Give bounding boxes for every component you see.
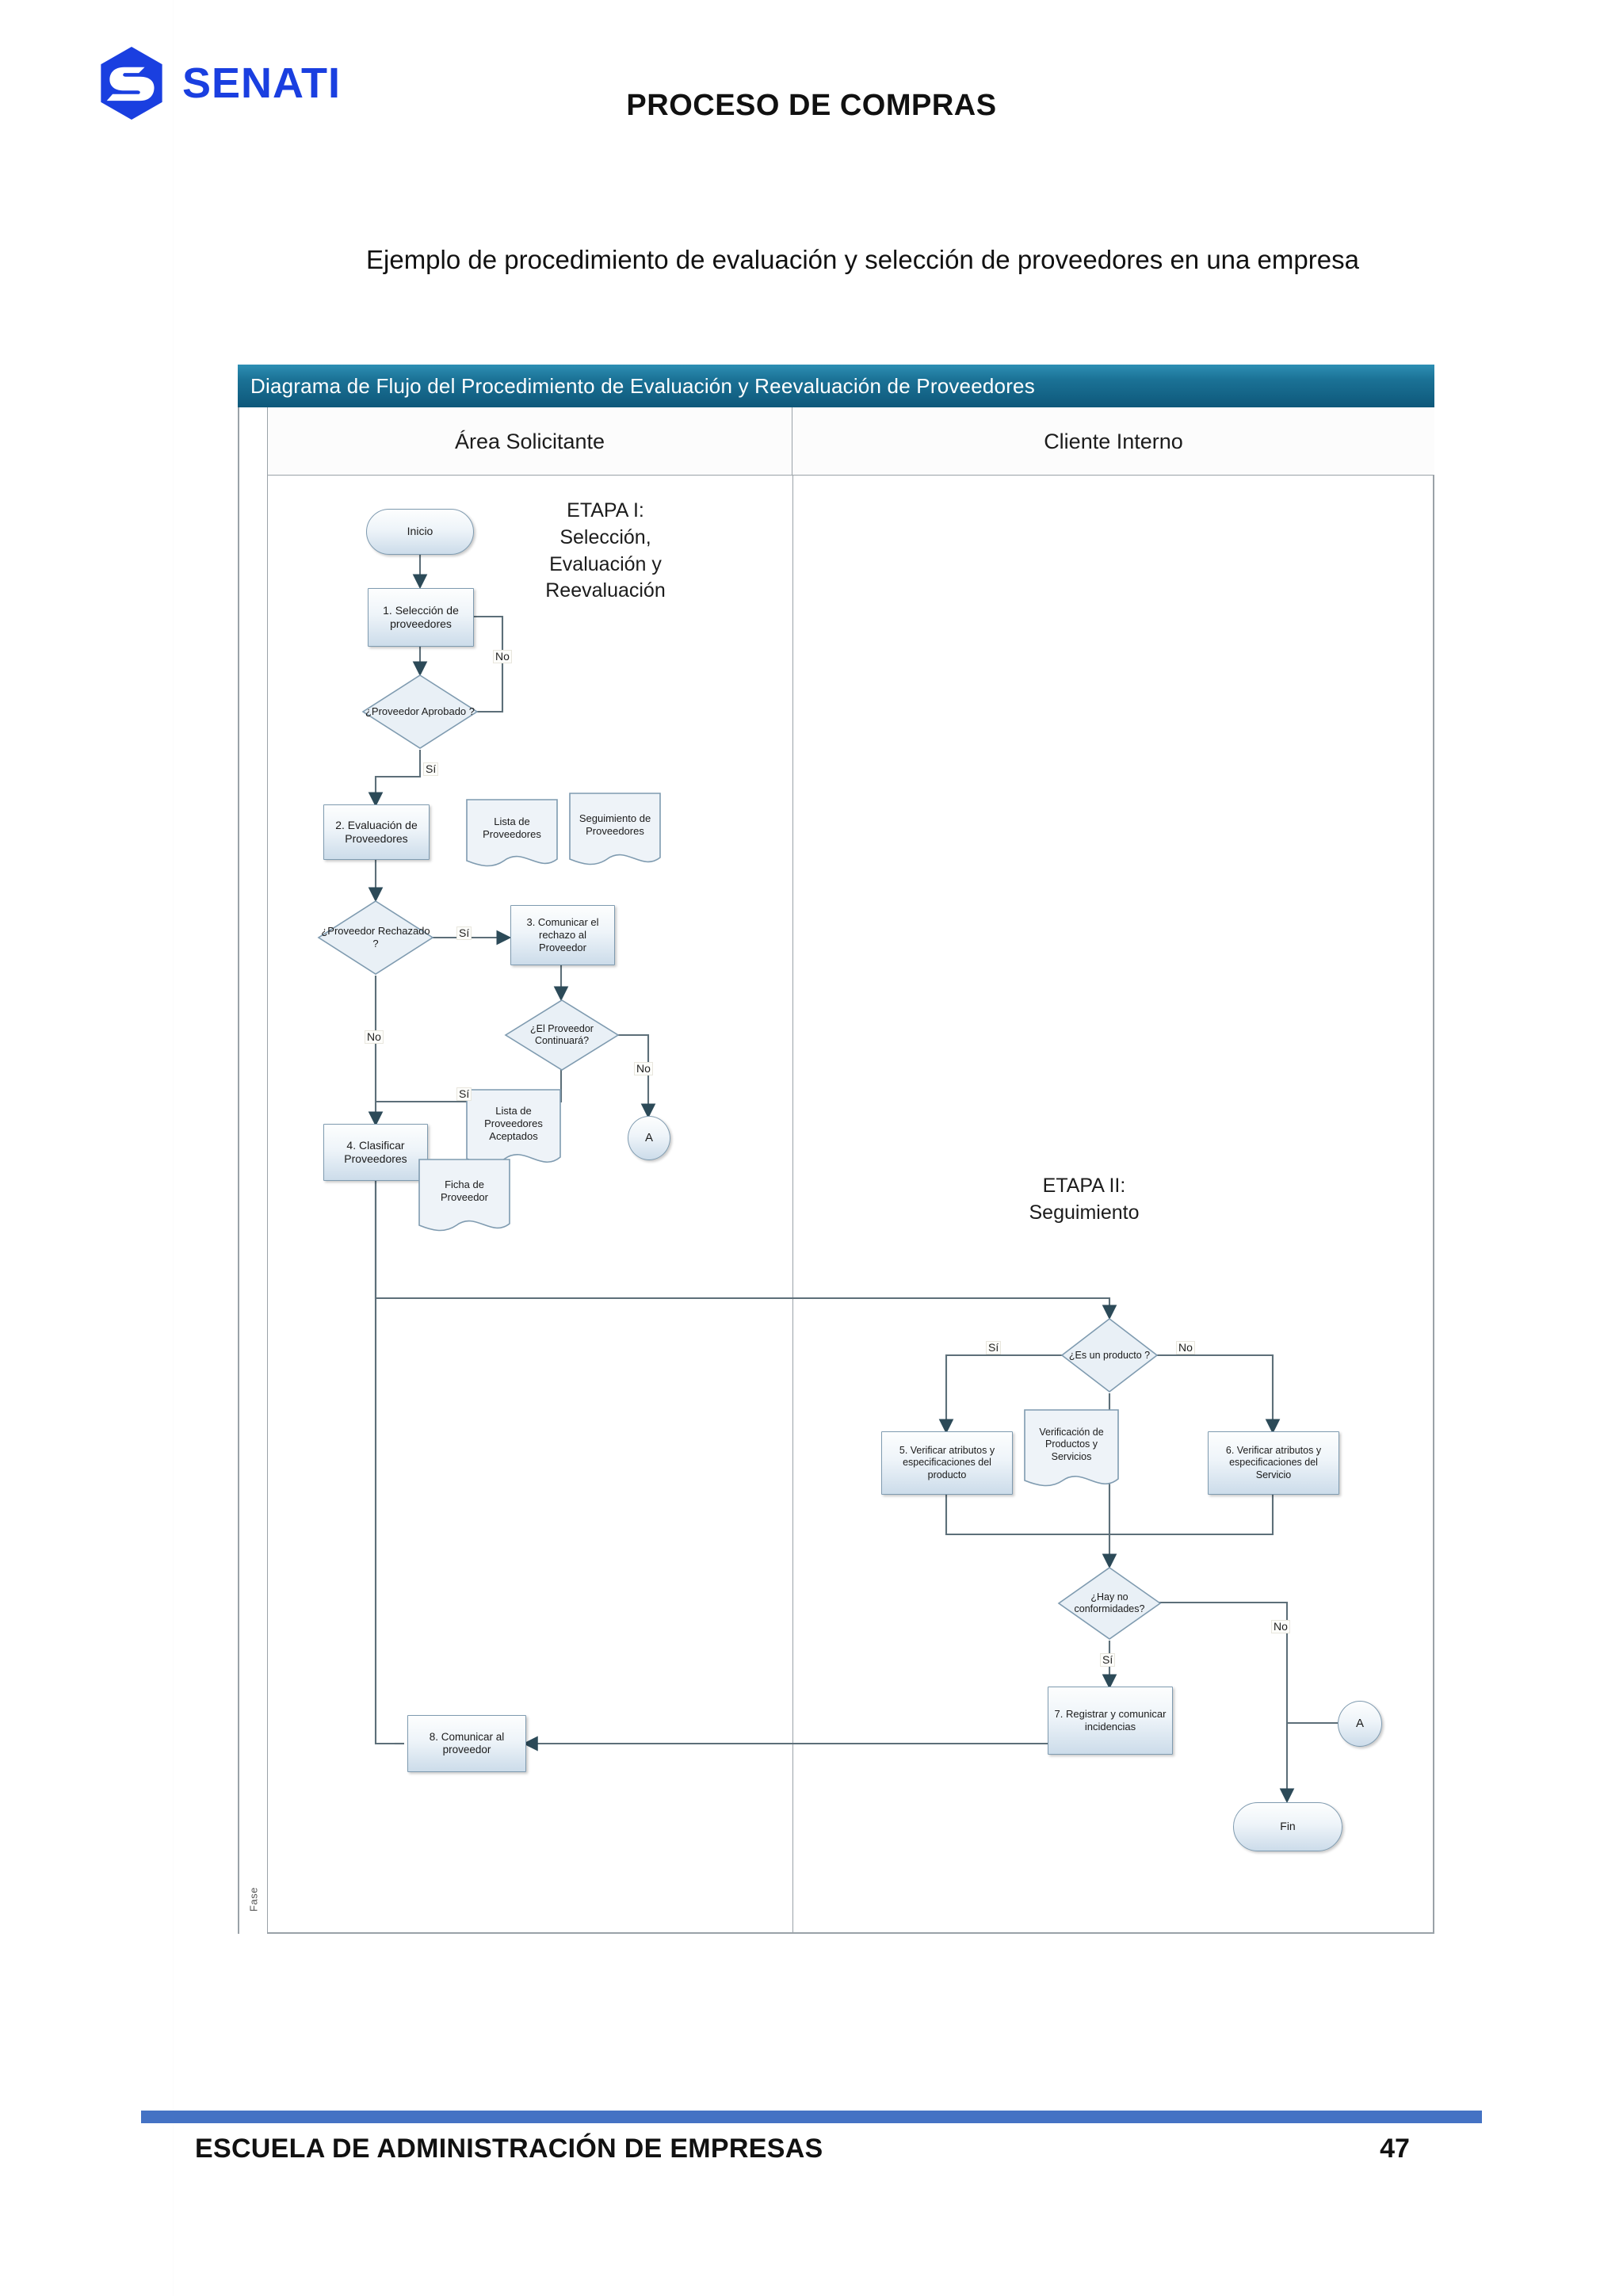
edge-label-no-rechazado: No [365,1030,384,1045]
document-verificacion-productos-servicios[interactable]: Verificación de Productos y Servicios [1022,1408,1121,1496]
edge-label-si-aprobado: Sí [423,762,439,777]
flowchart-title: Diagrama de Flujo del Procedimiento de E… [238,365,1434,407]
footer-text: ESCUELA DE ADMINISTRACIÓN DE EMPRESAS [195,2134,823,2164]
diamond-shape-icon [361,674,479,749]
lane-separator [792,476,793,1934]
lane-header-row: Área Solicitante Cliente Interno [268,407,1434,476]
node-decision-es-un-producto[interactable]: ¿Es un producto ? [1060,1317,1159,1393]
node-connector-a-2[interactable]: A [1338,1701,1382,1747]
document-shape-icon [569,793,661,865]
senati-hexagon-logo-icon [101,47,162,120]
document-label: Seguimiento de Proveedores [579,812,651,837]
diamond-shape-icon [1060,1317,1159,1393]
flowchart-canvas: ETAPA I: Selección, Evaluación y Reevalu… [268,476,1434,1934]
flowchart-container: Diagrama de Flujo del Procedimiento de E… [238,365,1434,1934]
node-8-comunicar-al-proveedor[interactable]: 8. Comunicar al proveedor [407,1715,526,1772]
node-decision-proveedor-continuara[interactable]: ¿El Proveedor Continuará? [504,999,620,1072]
document-lista-proveedores-aceptados[interactable]: Lista de Proveedores Aceptados [464,1087,563,1175]
node-connector-a-1[interactable]: A [628,1116,670,1160]
senati-logo: SENATI [95,44,388,123]
footer-page-number: 47 [1380,2134,1410,2164]
node-decision-hay-no-conformidades[interactable]: ¿Hay no conformidades? [1057,1566,1162,1641]
diamond-shape-icon [1057,1567,1162,1640]
node-decision-proveedor-aprobado[interactable]: ¿Proveedor Aprobado ? [361,674,479,750]
node-6-verificar-servicio[interactable]: 6. Verificar atributos y especificacione… [1208,1431,1339,1495]
stage-2-line-2: Seguimiento [1029,1201,1140,1224]
edge-label-si-continuara: Sí [456,1087,472,1102]
edge-label-no-conformidades: No [1271,1620,1290,1634]
document-seguimiento-de-proveedores[interactable]: Seguimiento de Proveedores [567,791,663,873]
lane-header-cliente-interno: Cliente Interno [1044,429,1183,453]
document-shape-icon [418,1159,510,1232]
phase-label: Fase [247,1887,260,1912]
stage-1-line-3: Evaluación y [549,552,662,575]
intro-paragraph: Ejemplo de procedimiento de evaluación y… [366,245,1359,274]
flowchart-body: Fase Área Solicitante Cliente Interno [238,407,1434,1934]
diamond-shape-icon [504,999,620,1071]
decision-label: ¿Es un producto ? [1068,1349,1151,1361]
stage-1-line-2: Selección, [559,525,651,548]
edge-label-no-aprobado: No [493,650,512,664]
lane-header-area-solicitante: Área Solicitante [268,407,792,476]
footer-rule [141,2111,1482,2123]
decision-label: ¿Proveedor Rechazado ? [321,925,430,949]
stage-label-etapa-1: ETAPA I: Selección, Evaluación y Reevalu… [502,498,708,605]
node-decision-proveedor-rechazado[interactable]: ¿Proveedor Rechazado ? [317,900,434,976]
node-5-verificar-producto[interactable]: 5. Verificar atributos y especificacione… [881,1431,1013,1495]
edge-label-si-conformidades: Sí [1100,1653,1116,1668]
page-margin-rule [173,0,174,2296]
edge-label-no-producto: No [1176,1341,1195,1355]
document-label: Lista de Proveedores [483,815,541,840]
stage-2-line-1: ETAPA II: [1042,1175,1126,1197]
edge-label-si-rechazado: Sí [456,926,472,941]
document-shape-icon [1024,1409,1119,1487]
decision-label: ¿Hay no conformidades? [1074,1591,1145,1614]
decision-label: ¿Proveedor Aprobado ? [365,705,475,718]
node-3-comunicar-rechazo[interactable]: 3. Comunicar el rechazo al Proveedor [510,905,615,965]
decision-label: ¿El Proveedor Continuará? [530,1023,594,1046]
edge-label-no-continuara: No [634,1062,653,1076]
edge-label-si-producto: Sí [986,1341,1002,1355]
node-fin[interactable]: Fin [1233,1802,1342,1851]
stage-label-etapa-2: ETAPA II: Seguimiento [965,1173,1203,1227]
node-2-evaluacion-proveedores[interactable]: 2. Evaluación de Proveedores [323,804,430,860]
document-label: Verificación de Productos y Servicios [1039,1426,1104,1462]
document-ficha-de-proveedor[interactable]: Ficha de Proveedor [417,1157,512,1240]
senati-logo-text: SENATI [182,59,342,107]
document-label: Ficha de Proveedor [441,1178,488,1203]
page-header: SENATI PROCESO DE COMPRAS [0,0,1623,170]
node-7-registrar-comunicar-incidencias[interactable]: 7. Registrar y comunicar incidencias [1048,1687,1173,1755]
stage-1-line-1: ETAPA I: [567,499,644,521]
diamond-shape-icon [317,900,434,975]
node-4-clasificar-proveedores[interactable]: 4. Clasificar Proveedores [323,1124,428,1181]
document-lista-de-proveedores[interactable]: Lista de Proveedores [464,797,559,873]
stage-1-line-4: Reevaluación [545,579,666,602]
document-label: Lista de Proveedores Aceptados [484,1104,543,1143]
node-1-seleccion-proveedores[interactable]: 1. Selección de proveedores [368,588,474,647]
document-shape-icon [466,799,558,867]
node-inicio[interactable]: Inicio [366,509,474,555]
page-title: PROCESO DE COMPRAS [626,89,997,122]
phase-column: Fase [239,407,268,1934]
